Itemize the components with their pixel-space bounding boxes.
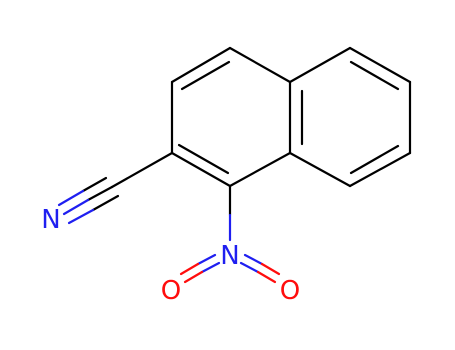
bond-c4-c4a — [228, 46, 292, 84]
bond-c7-c8 — [348, 151, 412, 188]
nitrile-nitrogen-label: N — [41, 205, 60, 235]
bond-c5-c6-inner — [349, 60, 400, 91]
bond-triple-black-2 — [81, 176, 108, 193]
nitro-oxygen-left-label: O — [161, 276, 181, 306]
bond-triple-blue-2 — [57, 189, 85, 207]
bond-c5-c6 — [348, 46, 412, 84]
bond-c8-c8a — [288, 151, 352, 188]
bond-n-o-right-blue-2 — [243, 253, 264, 266]
bond-n-o-left-blue-1 — [200, 261, 221, 274]
bond-c3-c4-inner — [180, 60, 231, 91]
bond-n-o-left-red-1 — [183, 270, 204, 284]
nitro-group: N O O — [161, 184, 300, 306]
bond-c1-c2-inner — [177, 143, 230, 175]
bond-triple-blue-3 — [67, 208, 95, 225]
bond-n-o-left-blue-2 — [196, 253, 217, 266]
nitro-nitrogen-label: N — [220, 241, 239, 271]
bond-c1-c2 — [170, 151, 232, 188]
bond-n-o-right-red-2 — [260, 262, 281, 276]
bond-c8a-c1 — [228, 151, 292, 188]
bond-c2-cn — [110, 151, 174, 189]
bond-n-o-left-red-2 — [179, 262, 200, 276]
nitro-oxygen-right-label: O — [280, 276, 300, 306]
bond-c7-c8-inner — [349, 144, 400, 175]
bond-n-o-right-red-1 — [256, 270, 277, 284]
bond-c4a-c5 — [288, 46, 352, 84]
bond-triple-black-3 — [91, 194, 120, 212]
nitrile-group: N — [41, 151, 174, 235]
bond-triple-blue-1 — [62, 198, 90, 216]
bond-n-o-right-blue-1 — [239, 261, 260, 274]
right-ring — [288, 46, 412, 188]
left-ring — [170, 46, 292, 188]
bond-triple-black-1 — [86, 185, 114, 202]
bond-c3-c4 — [170, 46, 232, 84]
